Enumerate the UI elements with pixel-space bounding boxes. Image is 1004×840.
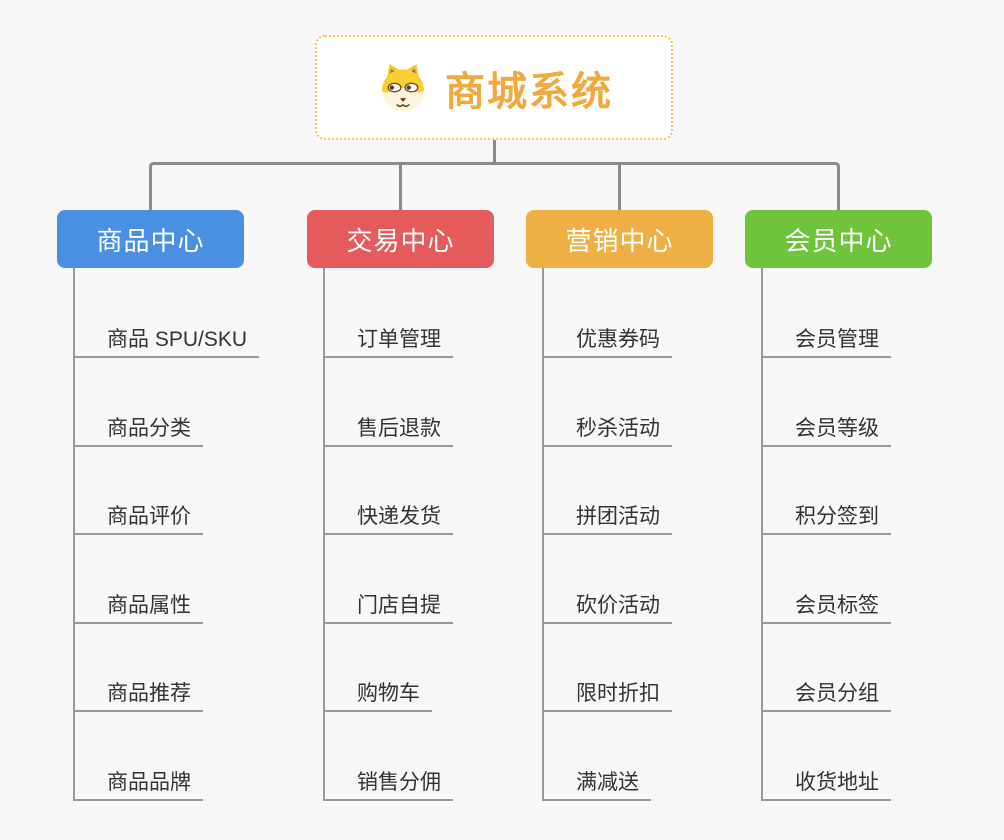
leaf-label: 商品分类: [107, 417, 191, 440]
leaf-label: 秒杀活动: [576, 417, 660, 440]
leaf-node[interactable]: 商品属性: [73, 586, 203, 624]
leaf-node[interactable]: 拼团活动: [542, 497, 672, 535]
leaf-node[interactable]: 销售分佣: [323, 763, 453, 801]
leaf-node[interactable]: 购物车: [323, 674, 432, 712]
leaf-node[interactable]: 商品推荐: [73, 674, 203, 712]
leaf-label: 限时折扣: [576, 682, 660, 705]
leaf-node[interactable]: 快递发货: [323, 497, 453, 535]
leaf-label: 砍价活动: [576, 594, 660, 617]
branch-label: 商品中心: [96, 225, 205, 256]
leaf-label: 商品评价: [107, 505, 191, 528]
leaf-label: 积分签到: [795, 505, 879, 528]
leaf-node[interactable]: 商品 SPU/SKU: [73, 320, 260, 358]
branch-node[interactable]: 会员中心: [745, 210, 932, 268]
leaf-node[interactable]: 会员等级: [761, 409, 891, 447]
branch-node[interactable]: 商品中心: [57, 210, 244, 268]
shiba-dog-icon: [375, 61, 431, 115]
leaf-node[interactable]: 会员管理: [761, 320, 891, 358]
leaf-label: 快递发货: [357, 505, 441, 528]
leaf-label: 商品 SPU/SKU: [107, 328, 248, 351]
leaf-label: 会员标签: [795, 594, 879, 617]
leaf-label: 门店自提: [357, 594, 441, 617]
leaf-node[interactable]: 限时折扣: [542, 674, 672, 712]
leaf-label: 收货地址: [795, 771, 879, 794]
leaf-label: 优惠券码: [576, 328, 660, 351]
leaf-node[interactable]: 会员标签: [761, 586, 891, 624]
branch-label: 会员中心: [784, 225, 893, 256]
leaf-node[interactable]: 秒杀活动: [542, 409, 672, 447]
leaf-node[interactable]: 订单管理: [323, 320, 453, 358]
leaf-node[interactable]: 门店自提: [323, 586, 453, 624]
leaf-label: 会员等级: [795, 417, 879, 440]
leaf-label: 会员分组: [795, 682, 879, 705]
leaf-label: 订单管理: [357, 328, 441, 351]
leaf-label: 商品品牌: [107, 771, 191, 794]
leaf-node[interactable]: 商品分类: [73, 409, 203, 447]
leaf-node[interactable]: 砍价活动: [542, 586, 672, 624]
leaf-node[interactable]: 满减送: [542, 763, 651, 801]
leaf-node[interactable]: 商品评价: [73, 497, 203, 535]
branch-label: 营销中心: [565, 225, 674, 256]
leaf-label: 售后退款: [357, 417, 441, 440]
leaf-label: 拼团活动: [576, 505, 660, 528]
branch-label: 交易中心: [346, 225, 455, 256]
leaf-label: 购物车: [357, 682, 420, 705]
leaf-node[interactable]: 会员分组: [761, 674, 891, 712]
leaf-node[interactable]: 积分签到: [761, 497, 891, 535]
leaf-node[interactable]: 收货地址: [761, 763, 891, 801]
root-node[interactable]: 商城系统: [315, 35, 673, 140]
leaf-label: 会员管理: [795, 328, 879, 351]
root-title: 商城系统: [445, 69, 613, 114]
branch-node[interactable]: 营销中心: [526, 210, 713, 268]
leaf-label: 销售分佣: [357, 771, 441, 794]
leaf-label: 商品推荐: [107, 682, 191, 705]
leaf-node[interactable]: 优惠券码: [542, 320, 672, 358]
leaf-label: 满减送: [576, 771, 639, 794]
branch-node[interactable]: 交易中心: [307, 210, 494, 268]
leaf-node[interactable]: 售后退款: [323, 409, 453, 447]
leaf-label: 商品属性: [107, 594, 191, 617]
leaf-node[interactable]: 商品品牌: [73, 763, 203, 801]
